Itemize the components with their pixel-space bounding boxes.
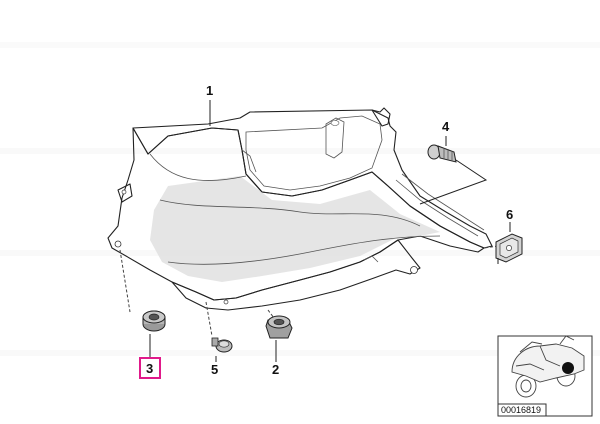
callout-1: 1: [206, 83, 213, 98]
clip-nut-part-6: [495, 233, 523, 264]
trim-panel-part-1: [107, 107, 501, 311]
callout-4: 4: [442, 119, 450, 134]
reference-number: 00016819: [501, 405, 541, 415]
leader-lines: [119, 100, 511, 362]
watermark-bands: [0, 42, 600, 356]
callouts: 1 2 3 4 5 6: [139, 83, 513, 379]
reference-thumbnail: 00016819: [497, 335, 593, 417]
grommet-part-3: [142, 310, 166, 332]
push-rivet-part-5: [211, 337, 233, 353]
callout-2: 2: [272, 362, 279, 377]
callout-3: 3: [146, 361, 153, 376]
rubber-bush-part-2: [265, 315, 293, 339]
location-marker: [562, 362, 574, 374]
callout-5: 5: [211, 362, 218, 377]
callout-3-highlight: [139, 357, 161, 379]
screw-part-4: [427, 144, 457, 163]
callout-6: 6: [506, 207, 513, 222]
